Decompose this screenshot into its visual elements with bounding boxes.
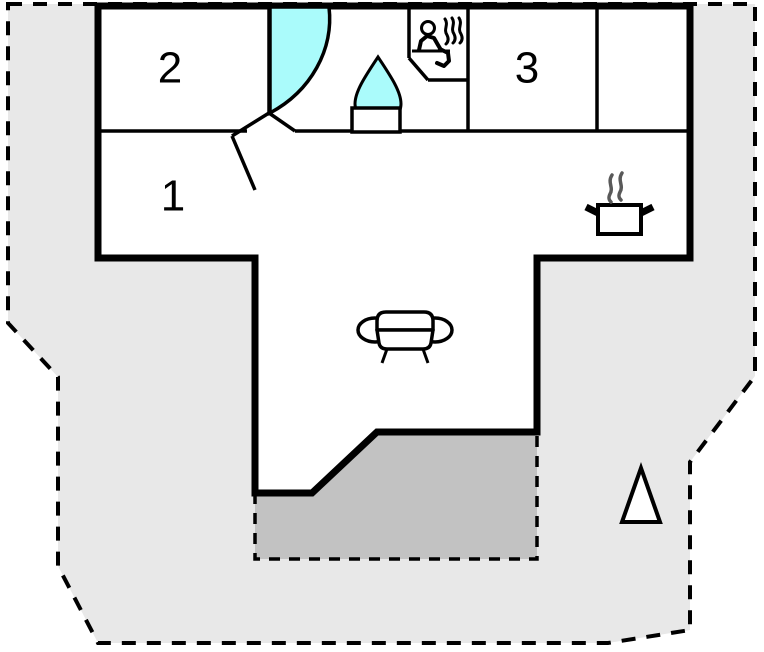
sofa-backrest xyxy=(375,310,435,332)
pot-steam-line-1 xyxy=(607,173,614,204)
room-label-2: 2 xyxy=(158,44,182,93)
toilet-fixture-icon xyxy=(350,106,402,134)
sofa-seat xyxy=(375,328,435,351)
cooking-pot-icon xyxy=(584,171,655,236)
terrace-dashed-edge xyxy=(253,432,539,561)
sauna-steam-line-3 xyxy=(457,16,464,45)
sauna-icon xyxy=(412,16,464,68)
room-label-1: 1 xyxy=(161,172,185,221)
sofa-leg-left xyxy=(380,348,389,364)
tree-marker-icon xyxy=(619,461,663,524)
pot-body xyxy=(596,203,643,236)
wall-diagonal-right xyxy=(268,111,296,133)
sofa-icon xyxy=(356,310,454,364)
pot-steam-line-2 xyxy=(617,171,624,202)
wall-diagonal-upper-left xyxy=(231,111,270,138)
sofa-leg-right xyxy=(421,348,430,364)
sauna-person-head xyxy=(420,20,436,36)
sauna-steam-line-1 xyxy=(443,17,450,46)
wall-sauna-diagonal xyxy=(407,56,430,82)
sauna-person-leg xyxy=(435,47,451,68)
sauna-steam-line-2 xyxy=(450,16,457,45)
terrace-area xyxy=(255,432,537,559)
room-label-3: 3 xyxy=(515,44,539,93)
wall-diagonal-lower-left xyxy=(230,135,257,191)
sauna-person-body xyxy=(417,34,443,52)
bathtub-shower-fixture xyxy=(268,5,332,116)
